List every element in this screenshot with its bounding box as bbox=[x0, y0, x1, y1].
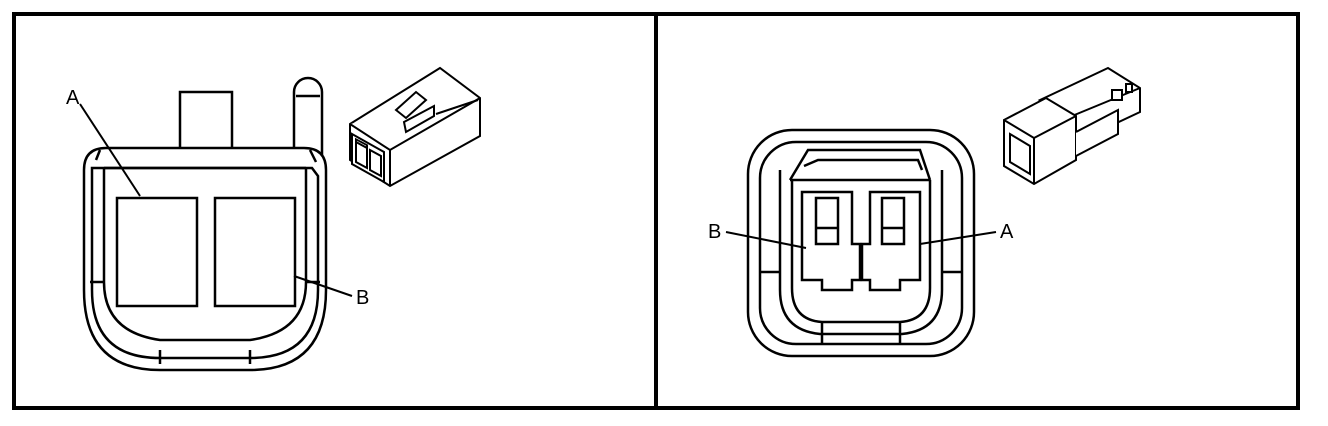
left-connector-isometric-view bbox=[349, 66, 481, 188]
left-connector-face bbox=[82, 76, 328, 372]
right-callout-leaders bbox=[725, 231, 997, 249]
left-callout-b: B bbox=[356, 287, 369, 309]
right-connector-face bbox=[746, 128, 976, 358]
left-callout-a: A bbox=[66, 87, 80, 109]
right-callout-b: B bbox=[708, 221, 721, 243]
right-panel-frame bbox=[654, 12, 1300, 410]
right-connector-isometric-view bbox=[1003, 66, 1141, 186]
left-callout-leaders bbox=[79, 103, 353, 297]
right-callout-a: A bbox=[1000, 221, 1014, 243]
